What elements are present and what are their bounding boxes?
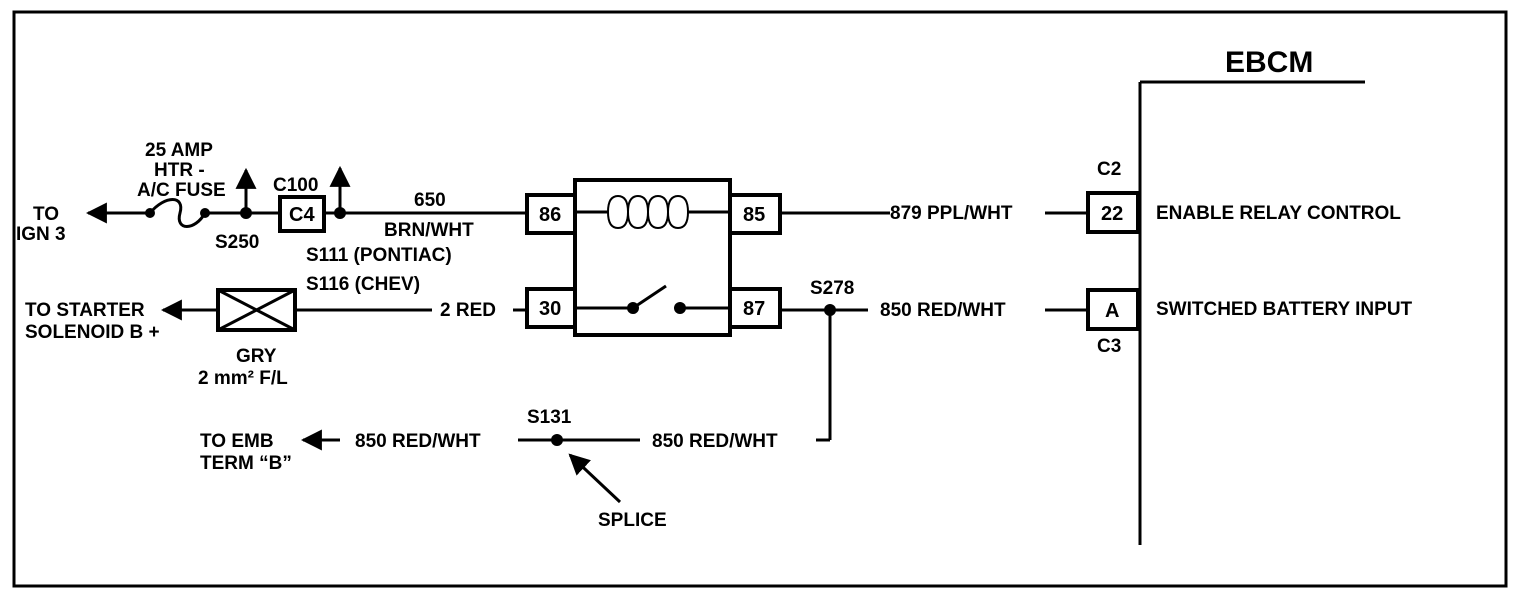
c100-label: C100	[273, 175, 318, 196]
ebcm-module: EBCM C2 22 ENABLE RELAY CONTROL A C3 SWI…	[1086, 46, 1413, 545]
fusible-link-size-label: 2 mm² F/L	[198, 368, 288, 389]
relay-switch-contact	[632, 284, 667, 310]
wire-650-label: 650	[414, 190, 446, 211]
connector-c2-label: C2	[1097, 159, 1121, 180]
pin-22-label: 22	[1101, 203, 1123, 225]
ignition-circuit: TO IGN 3 25 AMP HTR - A/C FUSE S250 C100…	[16, 140, 1088, 295]
s131-label: S131	[527, 407, 572, 428]
s116-label: S116 (CHEV)	[306, 274, 420, 295]
to-emb-label-2: TERM “B”	[200, 453, 292, 474]
pin-a-box	[1086, 288, 1140, 331]
enable-relay-control-label: ENABLE RELAY CONTROL	[1156, 203, 1401, 224]
s250-label: S250	[215, 232, 259, 253]
switched-battery-input-label: SWITCHED BATTERY INPUT	[1156, 299, 1413, 320]
to-emb-label: TO EMB	[200, 431, 274, 452]
wire-879-label: 879 PPL/WHT	[890, 203, 1013, 224]
wire-850-left-label: 850 RED/WHT	[355, 431, 481, 452]
wire-2-red-label: 2 RED	[440, 300, 496, 321]
connector-c3-label: C3	[1097, 336, 1121, 357]
pin-86-label: 86	[539, 204, 561, 226]
to-ign-label-2: IGN 3	[16, 224, 66, 245]
relay: 86 85 30 87	[525, 178, 782, 337]
fusible-link-color-label: GRY	[236, 346, 277, 367]
pin-87-box	[728, 287, 782, 329]
wire-850-mid-label: 850 RED/WHT	[652, 431, 778, 452]
fuse-label-line1: 25 AMP	[145, 140, 213, 161]
to-starter-label-2: SOLENOID B +	[25, 322, 160, 343]
pin-30-box	[525, 287, 577, 329]
s278-label: S278	[810, 278, 854, 299]
pin-87-label: 87	[743, 298, 765, 320]
to-ign-label: TO	[33, 204, 59, 225]
battery-circuit: TO STARTER SOLENOID B + GRY 2 mm² F/L 2 …	[25, 278, 1088, 389]
c4-label: C4	[289, 204, 315, 226]
ebcm-title: EBCM	[1225, 46, 1313, 79]
wire-850-right-label: 850 RED/WHT	[880, 300, 1006, 321]
s131-splice-dot	[551, 434, 563, 446]
pin-30-label: 30	[539, 298, 561, 320]
relay-body	[573, 178, 732, 337]
fuse-label-line2: HTR -	[154, 160, 205, 181]
pin-85-label: 85	[743, 204, 765, 226]
diagram-frame	[12, 10, 1508, 588]
fuse-label-line3: A/C FUSE	[137, 180, 226, 201]
pin-a-label: A	[1105, 300, 1119, 322]
splice-label: SPLICE	[598, 510, 667, 531]
to-starter-label: TO STARTER	[25, 300, 145, 321]
wire-650-color-label: BRN/WHT	[384, 220, 474, 241]
fuse-symbol	[148, 198, 207, 228]
splice-pointer-arrow	[568, 453, 622, 504]
emb-circuit: 850 RED/WHT S131 850 RED/WHT TO EMB TERM…	[200, 310, 832, 531]
relay-coil	[607, 194, 690, 230]
s111-label: S111 (PONTIAC)	[306, 245, 452, 266]
